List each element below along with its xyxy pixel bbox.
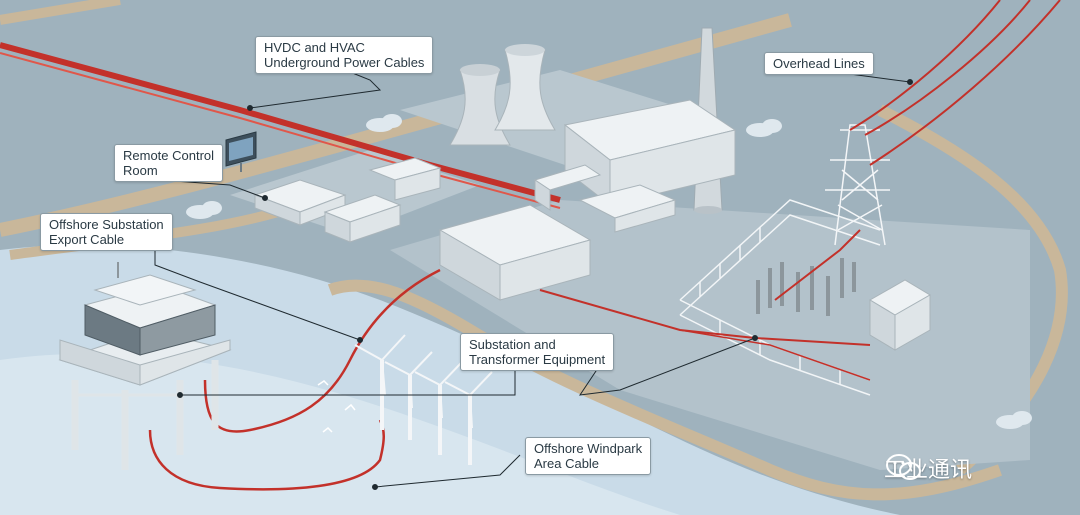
transformer-equipment [756, 258, 856, 316]
callout-substation-equipment: Substation and Transformer Equipment [460, 333, 615, 371]
callout-overhead-lines: Overhead Lines [764, 52, 874, 75]
hvdc-cable-b [0, 52, 561, 209]
fence-cable [679, 329, 871, 381]
callout-remote-control-room: Remote Control Room [114, 144, 224, 182]
substation-cable [539, 289, 871, 346]
brand-name: 工业通讯 [884, 458, 973, 483]
shore-strip-bottom [327, 279, 1002, 501]
monitor-icon [225, 131, 257, 172]
callout-export-cable: Offshore Substation Export Cable [40, 213, 173, 251]
cooling-towers [449, 44, 556, 146]
clouds [186, 114, 1032, 429]
pylon-feed-cable [774, 229, 861, 301]
brand-watermark: 工业通讯 [884, 452, 972, 484]
callout-windpark-cable: Offshore Windpark Area Cable [525, 437, 652, 475]
shore-strip-corner [0, 0, 121, 25]
wind-turbines [354, 334, 493, 465]
hvdc-cable-a [0, 42, 561, 203]
windpark-area-cable [148, 419, 385, 491]
wechat-icon [886, 454, 921, 480]
cabinet-building [869, 279, 931, 351]
overhead-lines [849, 0, 1061, 166]
control-buildings [253, 157, 442, 243]
power-plant-building [533, 99, 737, 233]
offshore-platform [58, 262, 232, 470]
substation-building [438, 204, 592, 301]
callout-hvdc-cables: HVDC and HVAC Underground Power Cables [255, 36, 434, 74]
birds [317, 380, 356, 433]
